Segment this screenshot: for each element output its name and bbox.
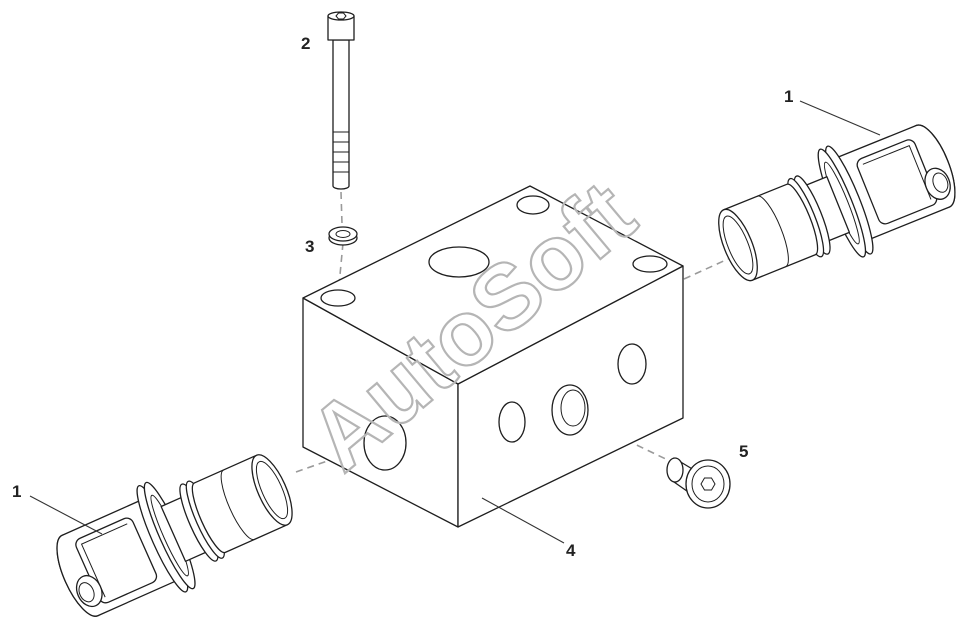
- leader-solenoid-right: [799, 100, 881, 136]
- callout-bolt: 2: [301, 34, 310, 53]
- center-line-washer-block: [337, 242, 344, 297]
- leader-solenoid-left: [29, 495, 103, 535]
- callout-washer: 3: [305, 237, 314, 256]
- callout-solenoid-right: 1: [784, 87, 793, 106]
- solenoid-left: [41, 430, 310, 636]
- valve-block: [302, 185, 684, 528]
- solenoid-right: [702, 105, 970, 305]
- callout-plug: 5: [739, 442, 748, 461]
- spring-washer: [328, 226, 358, 246]
- center-line-bolt: [340, 191, 343, 225]
- center-line-right-solenoid: [683, 258, 729, 280]
- callout-solenoid-left: 1: [12, 482, 21, 501]
- callout-block: 4: [566, 541, 576, 560]
- leader-block: [481, 497, 565, 544]
- hex-socket-plug: [666, 457, 731, 509]
- socket-head-bolt: [327, 11, 355, 190]
